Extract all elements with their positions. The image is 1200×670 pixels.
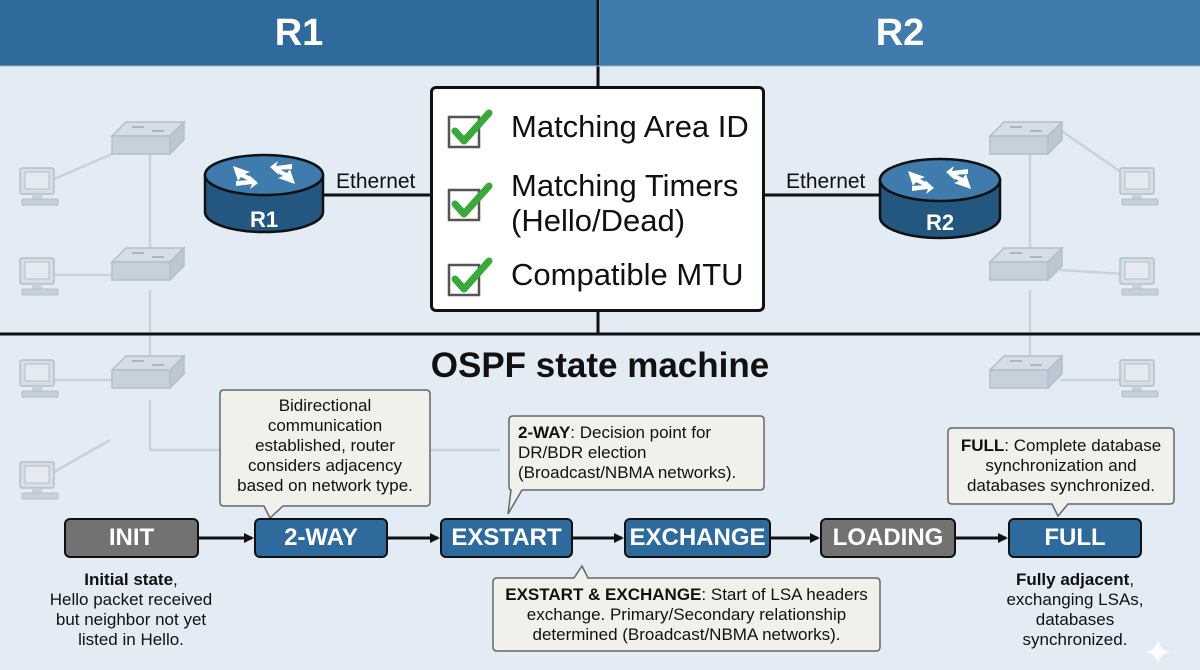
- callout-line: DR/BDR election: [518, 443, 647, 462]
- callout-full: FULL: Complete database synchronization …: [950, 436, 1172, 496]
- callout-bold: EXSTART & EXCHANGE: [505, 585, 702, 604]
- description-bold: Initial state: [84, 570, 174, 589]
- callout-bidirectional-bubble: [219, 389, 431, 520]
- init-description: Initial state, Hello packet received but…: [26, 570, 236, 650]
- computer-icon: [19, 257, 59, 296]
- callout-2way-bubble: [507, 415, 765, 515]
- checklist-text: Compatible MTU: [511, 257, 744, 292]
- description-line: exchanging LSAs,: [1006, 590, 1144, 609]
- callout-2way: 2-WAY: Decision point for DR/BDR electio…: [518, 423, 762, 483]
- computer-icon: [19, 461, 59, 500]
- switch-icon: [111, 121, 185, 155]
- router-icon: [203, 153, 325, 234]
- sparkle-icon: [1146, 640, 1170, 664]
- callout-line: : Decision point for: [570, 423, 712, 442]
- state-2way: 2-WAY: [254, 518, 388, 558]
- callout-line: based on network type.: [237, 476, 413, 495]
- callout-line: determined (Broadcast/NBMA networks).: [532, 625, 841, 644]
- description-line: databases: [1035, 610, 1115, 629]
- callout-line: communication: [267, 416, 383, 435]
- state-loading: LOADING: [820, 518, 956, 558]
- callout-line: established, router: [255, 436, 395, 455]
- callout-exstart-exchange-bubble: [492, 564, 881, 652]
- description-line: but neighbor not yet: [55, 610, 207, 629]
- description-bold: Fully adjacent: [1015, 570, 1130, 589]
- description-line: listed in Hello.: [78, 630, 184, 649]
- callout-full-bubble: [947, 427, 1175, 518]
- description-line: ,: [173, 570, 178, 589]
- callout-bidirectional: Bidirectional communication established,…: [222, 396, 428, 496]
- callout-line: synchronization and: [985, 456, 1137, 475]
- checklist-item: Matching Area ID: [447, 109, 749, 151]
- checklist-item: Matching Timers (Hello/Dead): [447, 168, 738, 238]
- router-icon: [878, 157, 1002, 240]
- callout-line: databases synchronized.: [966, 476, 1156, 495]
- callout-line: : Complete database: [1004, 436, 1162, 455]
- switch-icon: [989, 247, 1063, 281]
- checkmark-icon: [447, 109, 493, 149]
- router-r1-label: R1: [249, 207, 279, 232]
- switch-icon: [111, 247, 185, 281]
- callout-bold: FULL: [960, 436, 1005, 455]
- state-full: FULL: [1008, 518, 1142, 558]
- checklist-item: Compatible MTU: [447, 257, 744, 299]
- switch-icon: [989, 121, 1063, 155]
- state-machine-title: OSPF state machine: [430, 346, 770, 385]
- header-r1: R1: [0, 0, 598, 66]
- checklist-text: Matching Area ID: [511, 109, 749, 144]
- checkmark-icon: [447, 182, 493, 222]
- description-line: ,: [1129, 570, 1135, 589]
- callout-exstart-exchange: EXSTART & EXCHANGE: Start of LSA headers…: [495, 585, 878, 645]
- checkmark-icon: [447, 257, 493, 297]
- callout-line: exchange. Primary/Secondary relationship: [526, 605, 847, 624]
- callout-bold: 2-WAY: [518, 423, 571, 442]
- state-init: INIT: [64, 518, 199, 558]
- header-r2: R2: [600, 0, 1200, 66]
- checklist-text-line: Matching Timers: [511, 168, 739, 203]
- computer-icon: [1119, 167, 1159, 206]
- ethernet-label-left: Ethernet: [336, 170, 416, 193]
- full-description: Fully adjacent, exchanging LSAs, databas…: [975, 570, 1175, 650]
- callout-line: Bidirectional: [278, 396, 372, 415]
- requirements-checklist: Matching Area ID Matching Timers (Hello/…: [430, 86, 765, 312]
- description-line: Hello packet received: [49, 590, 213, 609]
- computer-icon: [1119, 257, 1159, 296]
- ethernet-label-right: Ethernet: [786, 170, 866, 193]
- computer-icon: [19, 167, 59, 206]
- callout-line: : Start of LSA headers: [701, 585, 868, 604]
- callout-line: considers adjacency: [247, 456, 403, 475]
- checklist-text: Matching Timers (Hello/Dead): [511, 168, 738, 238]
- state-exstart: EXSTART: [440, 518, 573, 558]
- checklist-text-line: (Hello/Dead): [511, 203, 686, 238]
- callout-line: (Broadcast/NBMA networks).: [518, 463, 737, 482]
- description-line: synchronized.: [1022, 630, 1128, 649]
- state-exchange: EXCHANGE: [624, 518, 771, 558]
- router-r2-label: R2: [925, 210, 955, 235]
